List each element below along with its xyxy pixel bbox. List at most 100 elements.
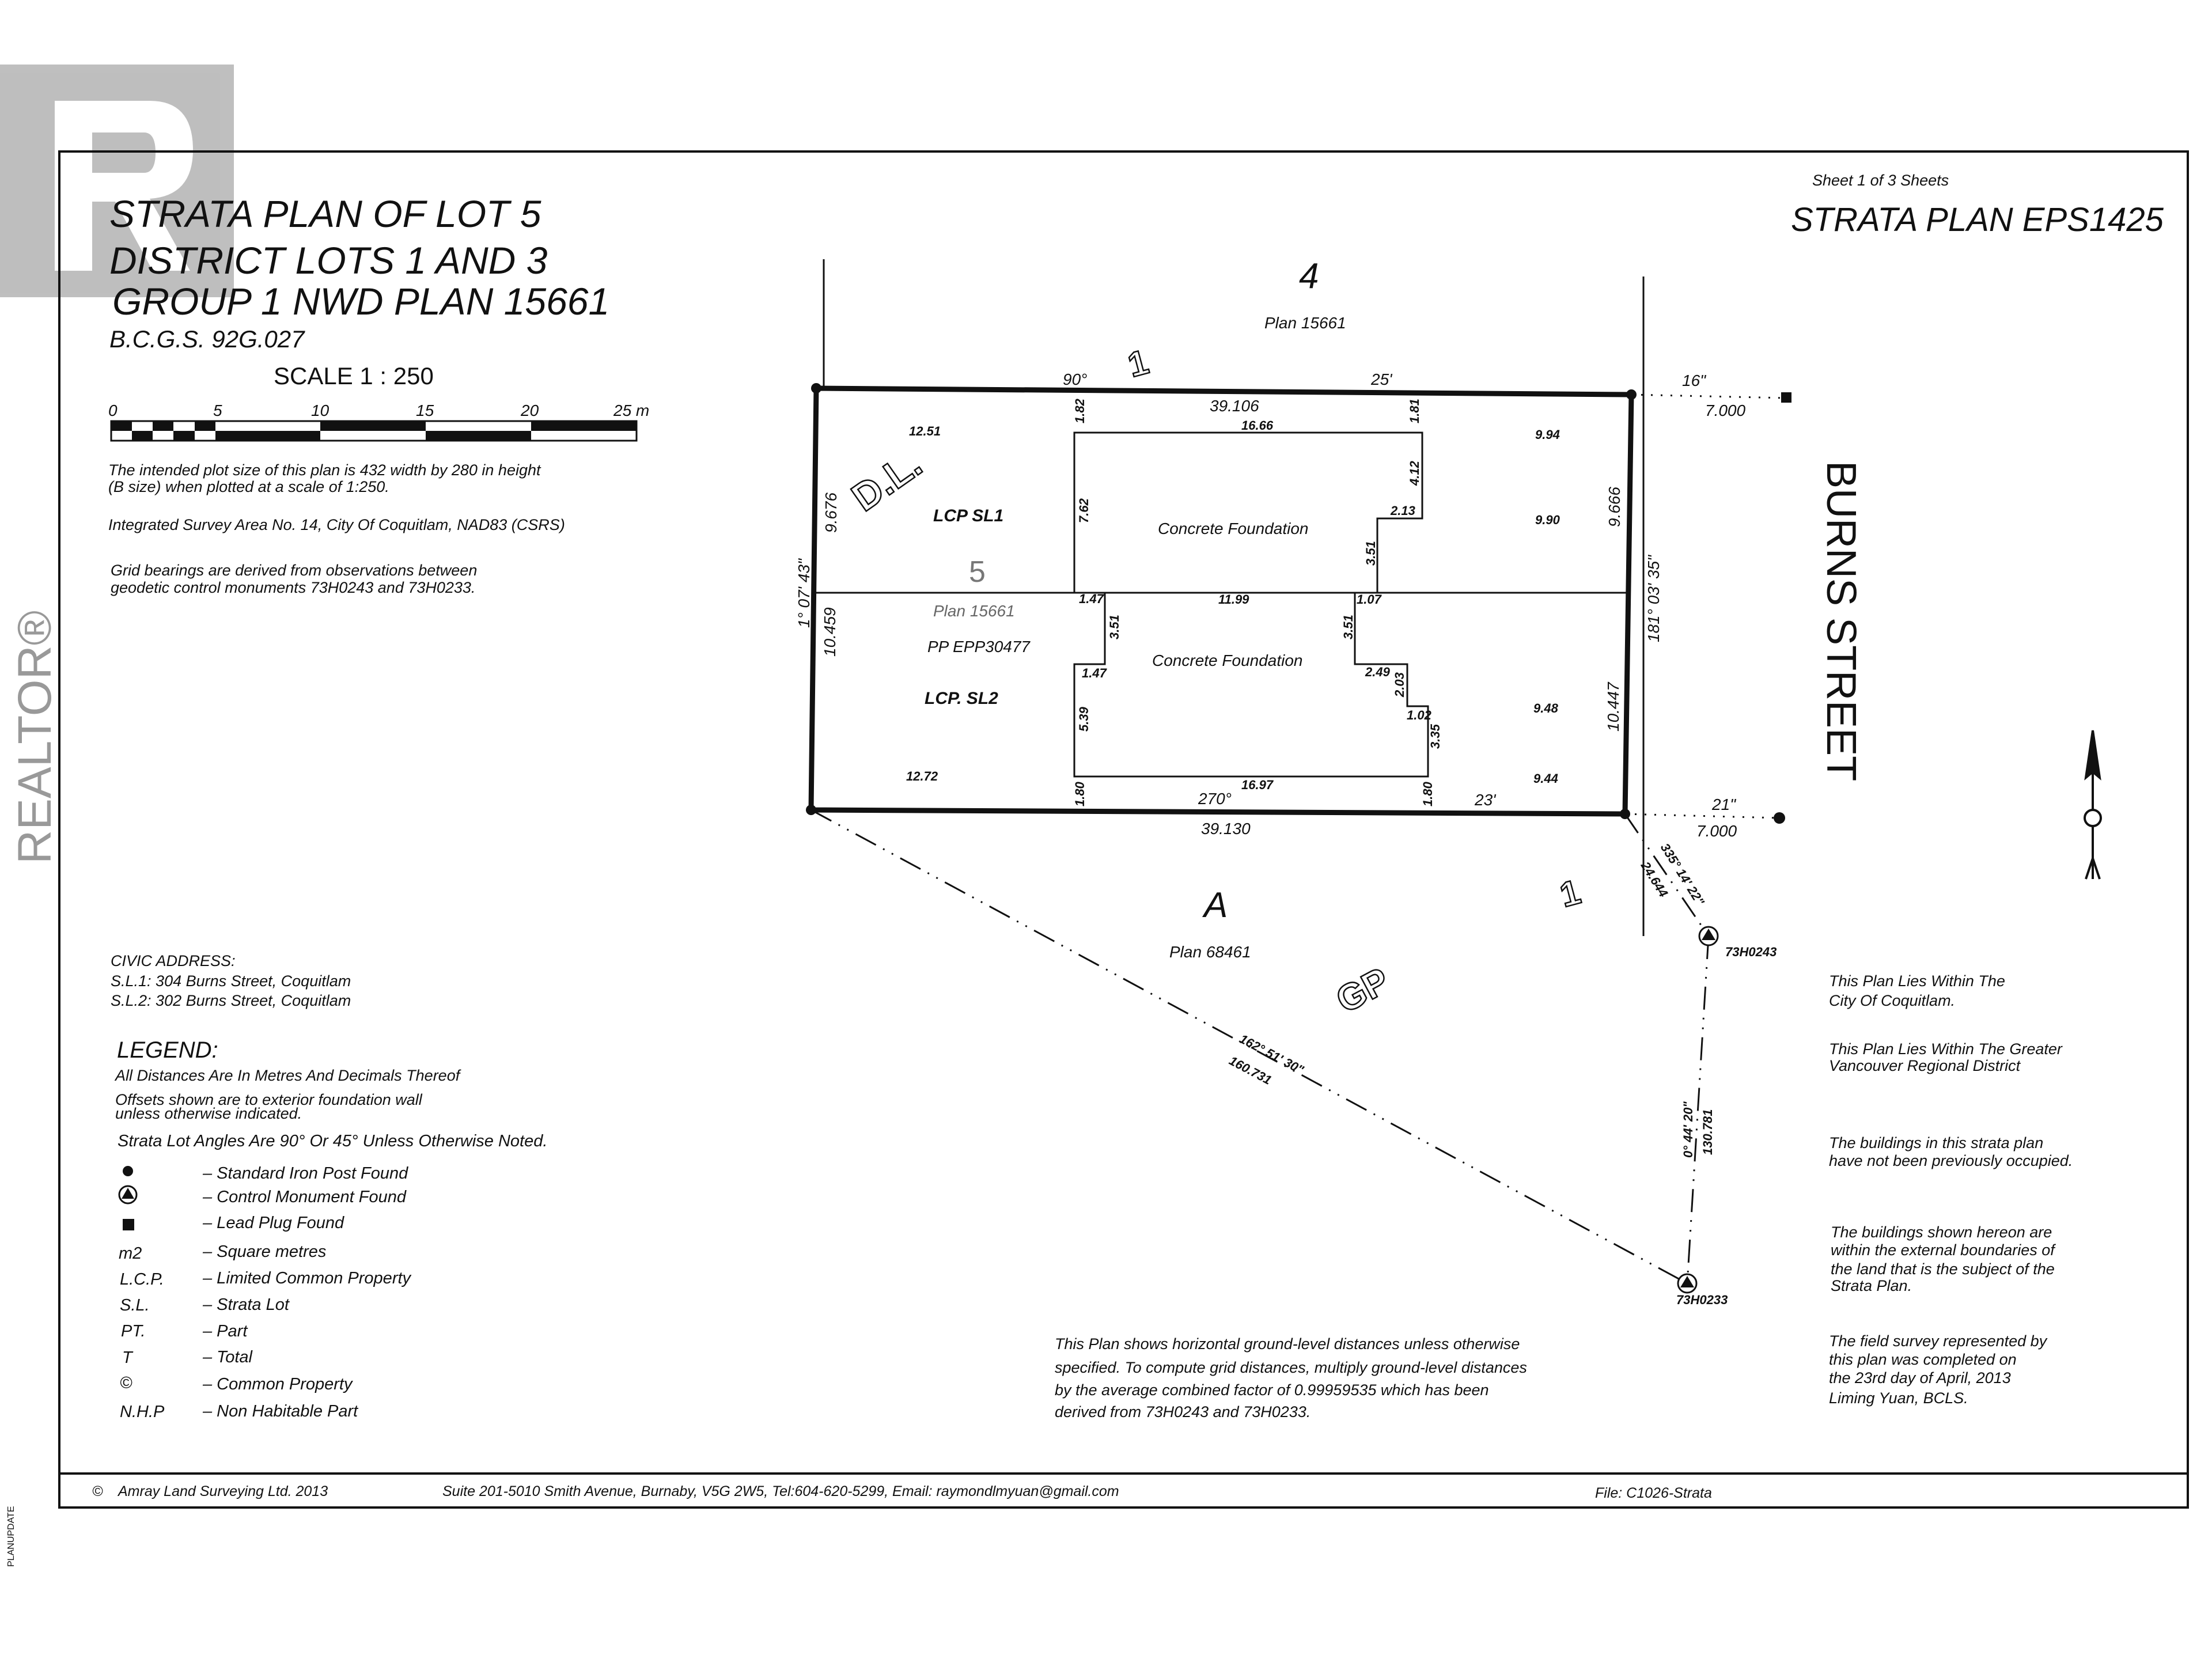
iron-post-icon [1626, 389, 1637, 400]
note-text: the 23rd day of April, 2013 [1829, 1369, 2011, 1387]
legend-desc: – Total [202, 1348, 253, 1366]
dim-left-bearing: 1° 07' 43" [795, 558, 813, 628]
district-lot-1-bottom: 1 [1556, 872, 1585, 914]
offset: 9.94 [1535, 427, 1560, 442]
scale-tick-10: 10 [311, 402, 329, 419]
legend-symbol: © [120, 1374, 132, 1392]
footer-company: Amray Land Surveying Ltd. 2013 [117, 1483, 328, 1499]
offset: 3.51 [1363, 541, 1378, 566]
note-text: This Plan Lies Within The Greater [1829, 1040, 2063, 1058]
legend-desc: – Lead Plug Found [202, 1214, 344, 1232]
dim-top-angle: 90° [1063, 370, 1087, 388]
plan-lines [808, 259, 1787, 1285]
pp-label: PP EPP30477 [927, 638, 1031, 656]
note-bearings-2: geodetic control monuments 73H0243 and 7… [111, 579, 475, 596]
title-line-2: DISTRICT LOTS 1 AND 3 [109, 239, 548, 282]
iron-post-icon [1774, 812, 1785, 824]
lot-4-label: 4 [1299, 256, 1319, 296]
offset: 9.44 [1533, 771, 1558, 786]
dim-sec-ne: 16" [1682, 372, 1706, 389]
offset: 16.97 [1241, 778, 1274, 792]
offset: 1.80 [1421, 781, 1435, 806]
legend-items: m2 L.C.P. S.L. PT. T © N.H.P – Standard … [118, 1164, 412, 1421]
notes-bottom: This Plan shows horizontal ground-level … [1055, 1335, 1527, 1421]
notes-right: This Plan Lies Within The City Of Coquit… [1829, 972, 2073, 1407]
district-lot-label: D.L. [844, 441, 930, 520]
bcgs-number: B.C.G.S. 92G.027 [109, 325, 305, 353]
sheet-number: Sheet 1 of 3 Sheets [1812, 172, 1949, 189]
offset: 1.47 [1079, 592, 1105, 606]
offset: 1.07 [1357, 592, 1382, 607]
monument-73h0233: 73H0233 [1676, 1293, 1728, 1307]
note-text: The buildings in this strata plan [1829, 1134, 2043, 1152]
district-lot-1-top: 1 [1124, 342, 1153, 384]
dim-right-sl2: 10.447 [1604, 681, 1622, 732]
legend-desc: – Common Property [202, 1375, 353, 1393]
offset: 12.72 [906, 769, 938, 783]
legend-desc: – Square metres [202, 1243, 326, 1261]
dim-left-sl1: 9.676 [822, 493, 840, 533]
offset: 3.51 [1341, 615, 1355, 639]
north-arrow-icon [2084, 730, 2102, 880]
legend-symbol: L.C.P. [120, 1270, 164, 1289]
footer-file: File: C1026-Strata [1595, 1485, 1712, 1501]
dim-bot-min: 23' [1474, 791, 1497, 809]
dim-left-sl2: 10.459 [821, 607, 839, 657]
offset: 4.12 [1407, 460, 1422, 486]
legend-heading: LEGEND: [117, 1037, 218, 1063]
survey-markers [806, 383, 1791, 1294]
legend-desc: – Strata Lot [202, 1296, 290, 1314]
offset: 1.47 [1082, 666, 1108, 680]
legend-symbol: T [122, 1349, 134, 1367]
dim-off-ne: 7.000 [1705, 402, 1745, 419]
note-text: within the external boundaries of [1831, 1241, 2056, 1259]
note-text: Vancouver Regional District [1829, 1057, 2021, 1074]
legend-desc: – Limited Common Property [202, 1269, 412, 1287]
note-text: the land that is the subject of the [1831, 1260, 2055, 1278]
note-text: The buildings shown hereon are [1831, 1224, 2052, 1241]
offset: 12.51 [909, 424, 941, 438]
note-text: Liming Yuan, BCLS. [1829, 1389, 1968, 1407]
tie-mon-bearing: 0° 44' 20" [1681, 1101, 1695, 1158]
lot-a-label: A [1202, 885, 1228, 925]
lcp-sl1-label: LCP SL1 [933, 506, 1003, 525]
legend-symbol: m2 [119, 1244, 142, 1263]
lead-plug-icon [123, 1219, 134, 1230]
offset: 7.62 [1077, 498, 1091, 523]
iron-post-icon [806, 805, 816, 815]
sheet-border [58, 150, 2189, 1509]
legend-desc: – Part [202, 1322, 248, 1340]
offset: 1.02 [1407, 708, 1432, 722]
monument-73h0243: 73H0243 [1725, 945, 1777, 959]
legend-symbol: N.H.P [120, 1403, 165, 1421]
foundation-sl2 [1073, 593, 1429, 778]
scale-tick-15: 15 [416, 402, 434, 419]
lot-4-plan: Plan 15661 [1264, 314, 1346, 332]
offset: 3.35 [1428, 724, 1442, 749]
legend-desc: – Control Monument Found [202, 1188, 407, 1206]
note-text: derived from 73H0243 and 73H0233. [1055, 1403, 1310, 1421]
lot-5-label: 5 [969, 555, 986, 589]
scale-bar: 0 5 10 15 20 25 m [108, 402, 649, 442]
foundation-sl1-label: Concrete Foundation [1158, 520, 1309, 537]
footer-copyright: © [92, 1483, 103, 1499]
legend-line-3: Strata Lot Angles Are 90° Or 45° Unless … [118, 1132, 547, 1150]
control-monument-icon [1698, 926, 1719, 946]
realtor-wordmark: REALTOR® [9, 611, 61, 864]
tie-line-se [1624, 813, 1710, 937]
note-plot-size-2: (B size) when plotted at a scale of 1:25… [108, 478, 389, 495]
lot-plan-label: Plan 15661 [933, 602, 1015, 620]
control-monument-icon [118, 1185, 138, 1205]
tie-mon-distance: 130.781 [1700, 1109, 1715, 1155]
offset: 1.81 [1407, 399, 1422, 423]
strata-plan-number: STRATA PLAN EPS1425 [1791, 201, 2164, 238]
civic-heading: CIVIC ADDRESS: [111, 952, 236, 969]
gp-label: GP [1330, 959, 1396, 1021]
note-text: This Plan shows horizontal ground-level … [1055, 1335, 1520, 1353]
offset: 2.49 [1365, 665, 1391, 679]
offset: 11.99 [1218, 592, 1249, 607]
tie-line-monuments [1686, 935, 1710, 1284]
note-text: This Plan Lies Within The [1829, 972, 2005, 990]
offset: 16.66 [1241, 418, 1274, 433]
